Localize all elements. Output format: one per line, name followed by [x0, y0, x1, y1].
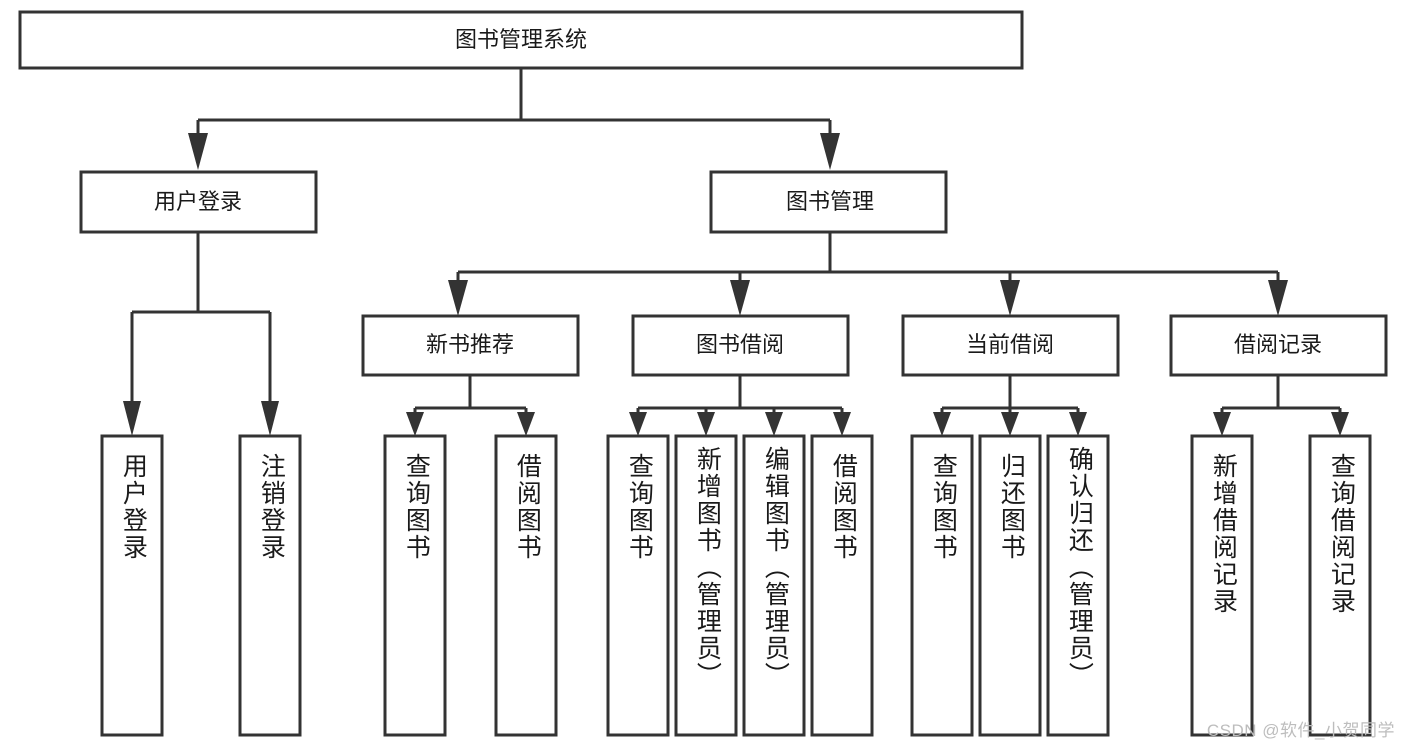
arrow-head-icon	[820, 133, 840, 170]
arrow-head-icon	[833, 412, 851, 436]
node-root-system[interactable]: 图书管理系统	[18, 10, 1024, 70]
node-label: 用户登录	[119, 453, 148, 561]
node-box	[1046, 434, 1110, 737]
node-box	[1308, 434, 1372, 737]
node-leaf-logout[interactable]: 注销登录	[238, 434, 302, 737]
arrow-head-icon	[1213, 412, 1231, 436]
csdn-watermark: CSDN @软件_小贺同学	[1206, 721, 1395, 740]
node-label: 当前借阅	[966, 332, 1054, 357]
node-leaf-borrow-book-new[interactable]: 借阅图书	[494, 434, 558, 737]
node-leaf-query-book-borrow[interactable]: 查询图书	[606, 434, 670, 737]
arrow-head-icon	[697, 412, 715, 436]
node-label: 新书推荐	[426, 332, 514, 357]
node-box	[1169, 314, 1388, 377]
node-label: 新增借阅记录	[1209, 453, 1238, 615]
node-box	[674, 434, 738, 737]
node-current-borrow[interactable]: 当前借阅	[901, 314, 1120, 377]
node-label: 查询图书	[402, 453, 431, 561]
node-label: 编辑图书（管理员）	[761, 446, 790, 689]
node-box	[18, 10, 1024, 70]
node-box	[631, 314, 850, 377]
arrow-head-icon	[517, 412, 535, 436]
node-new-book-recommend[interactable]: 新书推荐	[361, 314, 580, 377]
node-book-management[interactable]: 图书管理	[709, 170, 948, 234]
node-book-borrow[interactable]: 图书借阅	[631, 314, 850, 377]
node-label: 归还图书	[997, 453, 1026, 561]
arrow-head-icon	[448, 280, 468, 316]
arrow-head-icon	[188, 133, 208, 170]
arrow-head-icon	[629, 412, 647, 436]
arrow-head-icon	[1268, 280, 1288, 316]
node-label: 新增图书（管理员）	[693, 446, 722, 689]
node-leaf-borrow-book[interactable]: 借阅图书	[810, 434, 874, 737]
arrow-head-icon	[406, 412, 424, 436]
node-borrow-record[interactable]: 借阅记录	[1169, 314, 1388, 377]
node-leaf-add-book-admin[interactable]: 新增图书（管理员）	[674, 434, 738, 737]
node-box	[100, 434, 164, 737]
node-leaf-query-book-current[interactable]: 查询图书	[910, 434, 974, 737]
arrow-head-icon	[123, 401, 141, 436]
connector-newbook-to-leaves	[406, 375, 535, 436]
node-user-login[interactable]: 用户登录	[79, 170, 318, 234]
node-box	[810, 434, 874, 737]
node-leaf-add-borrow-record[interactable]: 新增借阅记录	[1190, 434, 1254, 737]
connector-root-to-level2	[188, 68, 840, 170]
node-box	[978, 434, 1042, 737]
node-box	[238, 434, 302, 737]
node-box	[361, 314, 580, 377]
node-box	[709, 170, 948, 234]
node-leaf-query-book-new[interactable]: 查询图书	[383, 434, 447, 737]
node-leaf-edit-book-admin[interactable]: 编辑图书（管理员）	[742, 434, 806, 737]
node-leaf-return-book[interactable]: 归还图书	[978, 434, 1042, 737]
connector-bookmgmt-to-level3	[448, 232, 1288, 316]
node-box	[901, 314, 1120, 377]
node-label: 借阅记录	[1234, 332, 1322, 357]
node-label: 用户登录	[154, 189, 242, 214]
arrow-head-icon	[933, 412, 951, 436]
connector-borrowrecord-to-leaves	[1213, 375, 1349, 436]
arrow-head-icon	[765, 412, 783, 436]
node-label: 注销登录	[257, 453, 286, 561]
node-box	[742, 434, 806, 737]
node-leaf-confirm-return-admin[interactable]: 确认归还（管理员）	[1046, 434, 1110, 737]
node-label: 图书管理系统	[455, 27, 587, 52]
node-label: 借阅图书	[829, 453, 858, 561]
node-leaf-user-login[interactable]: 用户登录	[100, 434, 164, 737]
node-box	[383, 434, 447, 737]
node-label: 查询图书	[625, 453, 654, 561]
node-label: 查询借阅记录	[1327, 453, 1356, 615]
node-label: 借阅图书	[513, 453, 542, 561]
arrow-head-icon	[1000, 280, 1020, 316]
connector-currentborrow-to-leaves	[933, 375, 1087, 436]
node-leaf-query-borrow-record[interactable]: 查询借阅记录	[1308, 434, 1372, 737]
node-label: 图书管理	[786, 189, 874, 214]
node-box	[79, 170, 318, 234]
arrow-head-icon	[261, 401, 279, 436]
node-box	[910, 434, 974, 737]
node-box	[494, 434, 558, 737]
connector-booklogin-to-leaves	[123, 232, 279, 436]
arrow-head-icon	[730, 280, 750, 316]
node-label: 图书借阅	[696, 332, 784, 357]
node-box	[1190, 434, 1254, 737]
node-label: 查询图书	[929, 453, 958, 561]
arrow-head-icon	[1331, 412, 1349, 436]
arrow-head-icon	[1069, 412, 1087, 436]
node-box	[606, 434, 670, 737]
arrow-head-icon	[1001, 412, 1019, 436]
node-label: 确认归还（管理员）	[1065, 446, 1094, 689]
connector-bookborrow-to-leaves	[629, 375, 851, 436]
